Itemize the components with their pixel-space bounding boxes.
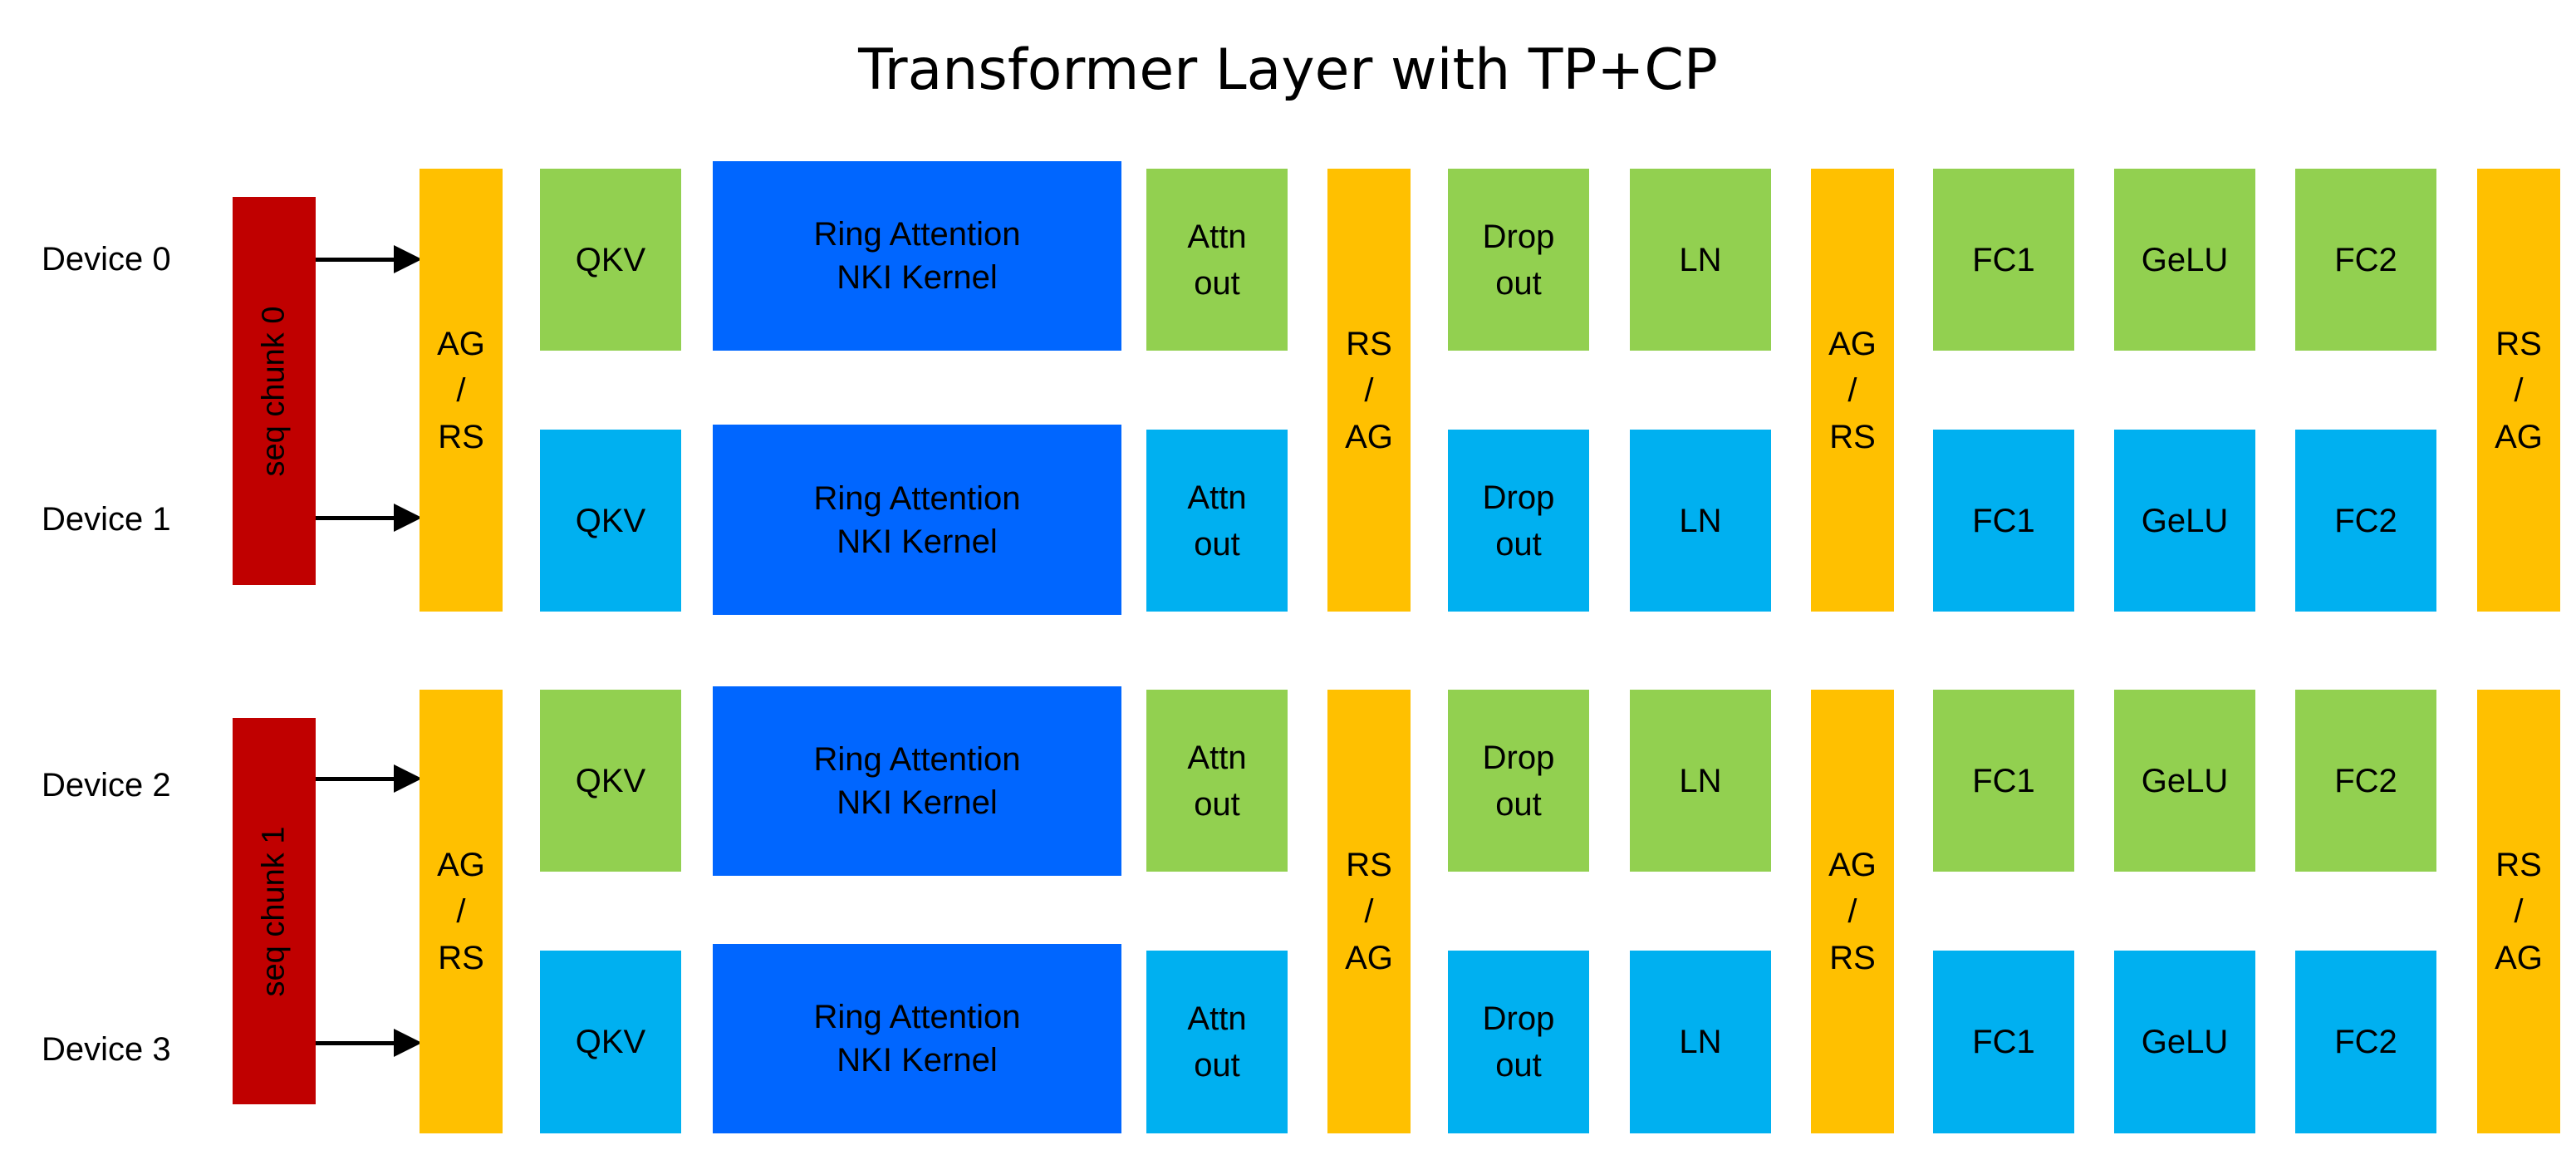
device-label-1: Device 1	[42, 501, 171, 538]
comm-ag-rs-group1-1: AG / RS	[420, 690, 503, 1133]
dropout-device-0: Drop out	[1448, 169, 1589, 351]
attn-out-device-2: Attn out	[1146, 690, 1288, 872]
ring-attention-device-3: Ring Attention NKI Kernel	[713, 944, 1121, 1133]
ln-device-3: LN	[1630, 951, 1771, 1133]
dropout-device-1: Drop out	[1448, 430, 1589, 612]
comm-rs-ag-group1-4: RS / AG	[2477, 690, 2560, 1133]
gelu-device-2: GeLU	[2114, 690, 2255, 872]
gelu-device-0: GeLU	[2114, 169, 2255, 351]
attn-out-device-1: Attn out	[1146, 430, 1288, 612]
fc1-device-2: FC1	[1933, 690, 2074, 872]
fc2-device-0: FC2	[2295, 169, 2436, 351]
ring-attention-device-0: Ring Attention NKI Kernel	[713, 161, 1121, 351]
comm-rs-ag-group0-2: RS / AG	[1327, 169, 1411, 612]
comm-rs-ag-group0-4: RS / AG	[2477, 169, 2560, 612]
seq-chunk-1: seq chunk 1	[233, 718, 316, 1104]
device-label-0: Device 0	[42, 241, 171, 278]
ring-attention-device-2: Ring Attention NKI Kernel	[713, 686, 1121, 876]
qkv-device-3: QKV	[540, 951, 681, 1133]
fc1-device-1: FC1	[1933, 430, 2074, 612]
fc2-device-3: FC2	[2295, 951, 2436, 1133]
ln-device-0: LN	[1630, 169, 1771, 351]
attn-out-device-0: Attn out	[1146, 169, 1288, 351]
ln-device-2: LN	[1630, 690, 1771, 872]
dropout-device-3: Drop out	[1448, 951, 1589, 1133]
ring-attention-device-1: Ring Attention NKI Kernel	[713, 425, 1121, 615]
dropout-device-2: Drop out	[1448, 690, 1589, 872]
attn-out-device-3: Attn out	[1146, 951, 1288, 1133]
fc1-device-0: FC1	[1933, 169, 2074, 351]
seq-chunk-0: seq chunk 0	[233, 197, 316, 585]
comm-ag-rs-group0-3: AG / RS	[1811, 169, 1894, 612]
qkv-device-1: QKV	[540, 430, 681, 612]
device-label-2: Device 2	[42, 767, 171, 804]
diagram-title: Transformer Layer with TP+CP	[858, 37, 1718, 103]
fc2-device-2: FC2	[2295, 690, 2436, 872]
comm-rs-ag-group1-2: RS / AG	[1327, 690, 1411, 1133]
comm-ag-rs-group0-1: AG / RS	[420, 169, 503, 612]
ln-device-1: LN	[1630, 430, 1771, 612]
gelu-device-1: GeLU	[2114, 430, 2255, 612]
seq-chunk-0-label: seq chunk 0	[256, 306, 292, 476]
qkv-device-0: QKV	[540, 169, 681, 351]
device-label-3: Device 3	[42, 1031, 171, 1068]
qkv-device-2: QKV	[540, 690, 681, 872]
gelu-device-3: GeLU	[2114, 951, 2255, 1133]
seq-chunk-1-label: seq chunk 1	[256, 826, 292, 996]
fc2-device-1: FC2	[2295, 430, 2436, 612]
comm-ag-rs-group1-3: AG / RS	[1811, 690, 1894, 1133]
fc1-device-3: FC1	[1933, 951, 2074, 1133]
